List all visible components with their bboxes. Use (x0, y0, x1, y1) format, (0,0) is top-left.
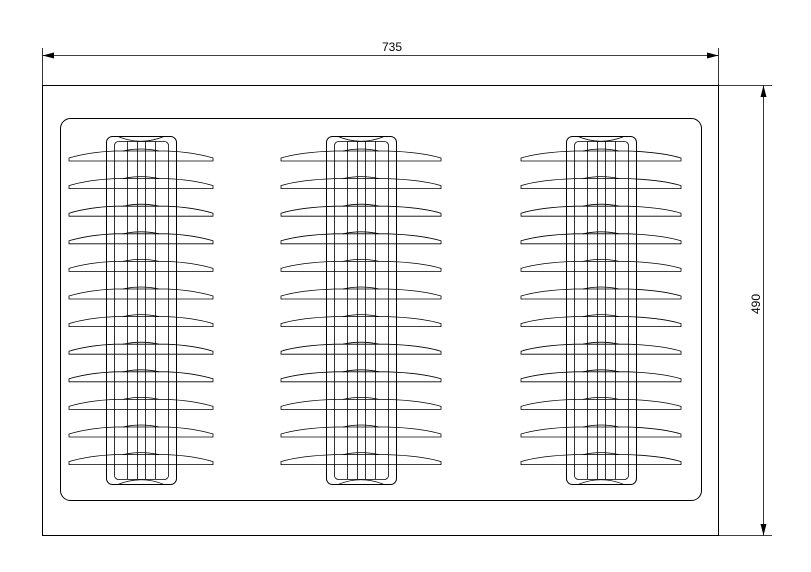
plate-fin-bump (122, 452, 160, 455)
plate-fin-bump (122, 341, 160, 345)
plate-fin-bump (582, 341, 620, 345)
plate-fin (280, 371, 442, 383)
plate-fin-bump (582, 369, 620, 373)
plate-fin (520, 150, 682, 162)
plate-fin-bump (582, 452, 620, 455)
plate-fin-bump (122, 148, 160, 152)
plate-fin-bump (342, 286, 380, 290)
plate-fin-bump (342, 397, 380, 400)
plate-fin-bump (342, 424, 380, 428)
plate-fin (520, 205, 682, 217)
plate-fin-bump (342, 452, 380, 455)
plate-fin-bump (122, 176, 160, 179)
plate-fin-bump (582, 148, 620, 152)
plate-fin-bump (582, 203, 620, 207)
plate-fin (68, 371, 214, 383)
plate-holder-column (520, 136, 682, 485)
plate-fin-bump (582, 397, 620, 400)
plate-fin (520, 454, 682, 465)
plate-fin-bump (342, 259, 380, 262)
inner-frame (60, 118, 702, 501)
plate-fin-bump (122, 397, 160, 400)
plate-fin-bump (582, 231, 620, 235)
plate-fin (520, 343, 682, 355)
plate-fin-bump (342, 314, 380, 317)
plate-fin (280, 261, 442, 272)
column-spine-outer (566, 136, 637, 485)
plate-fin-bump (122, 259, 160, 262)
plate-fin-bump (342, 148, 380, 152)
plate-fin (280, 454, 442, 465)
plate-fin (68, 454, 214, 465)
plate-holder-column (68, 136, 214, 485)
plate-fin (280, 399, 442, 410)
plate-fin (68, 343, 214, 355)
plate-fin (68, 178, 214, 189)
plate-fin (280, 316, 442, 327)
column-spine-outer (106, 136, 177, 485)
plate-fin-bump (122, 314, 160, 317)
plate-fin (520, 261, 682, 272)
plate-holder-columns (68, 136, 682, 485)
plate-fin (68, 288, 214, 300)
plate-fin (68, 205, 214, 217)
plate-fin-bump (582, 286, 620, 290)
plate-fin (68, 233, 214, 245)
plate-fin (520, 371, 682, 383)
plate-fin-bump (582, 424, 620, 428)
column-spine-inner (114, 141, 169, 480)
plate-fin (520, 316, 682, 327)
column-top-cap (337, 136, 385, 142)
plate-fin-bump (342, 176, 380, 179)
plate-fin-bump (342, 341, 380, 345)
outer-frame (42, 85, 719, 536)
column-spine-outer (326, 136, 397, 485)
plate-fin-bump (122, 203, 160, 207)
plate-fin (68, 150, 214, 162)
plate-fin-bump (342, 203, 380, 207)
plate-fin (280, 288, 442, 300)
plate-fin (280, 150, 442, 162)
column-spine-inner (574, 141, 629, 480)
column-top-cap (117, 136, 165, 142)
plate-fin (520, 399, 682, 410)
plate-fin (280, 343, 442, 355)
width-dimension: 735 (42, 40, 719, 86)
plate-fin-bump (582, 259, 620, 262)
plate-fin (280, 178, 442, 189)
tray-outline (42, 85, 719, 536)
plate-fin (520, 178, 682, 189)
column-spine-inner (334, 141, 389, 480)
plate-fin (68, 399, 214, 410)
plate-fin (520, 288, 682, 300)
plate-fin-bump (122, 231, 160, 235)
plate-fin (68, 426, 214, 438)
plate-fin (280, 205, 442, 217)
height-dimension: 490 (716, 85, 772, 536)
plate-fin-bump (582, 314, 620, 317)
column-top-cap (577, 136, 625, 142)
plate-holder-column (280, 136, 442, 485)
column-bottom-cap (117, 479, 165, 485)
plate-fin-bump (342, 231, 380, 235)
plate-fin-bump (122, 286, 160, 290)
plate-fin-bump (582, 176, 620, 179)
height-dimension-label: 490 (749, 294, 763, 314)
plate-fin-bump (122, 369, 160, 373)
plate-fin (520, 233, 682, 245)
plate-fin (68, 261, 214, 272)
plate-fin (280, 233, 442, 245)
plate-fin-bump (122, 424, 160, 428)
plate-fin (280, 426, 442, 438)
width-dimension-label: 735 (382, 40, 402, 54)
column-bottom-cap (337, 479, 385, 485)
plate-fin-bump (342, 369, 380, 373)
column-bottom-cap (577, 479, 625, 485)
plate-fin (520, 426, 682, 438)
plate-fin (68, 316, 214, 327)
